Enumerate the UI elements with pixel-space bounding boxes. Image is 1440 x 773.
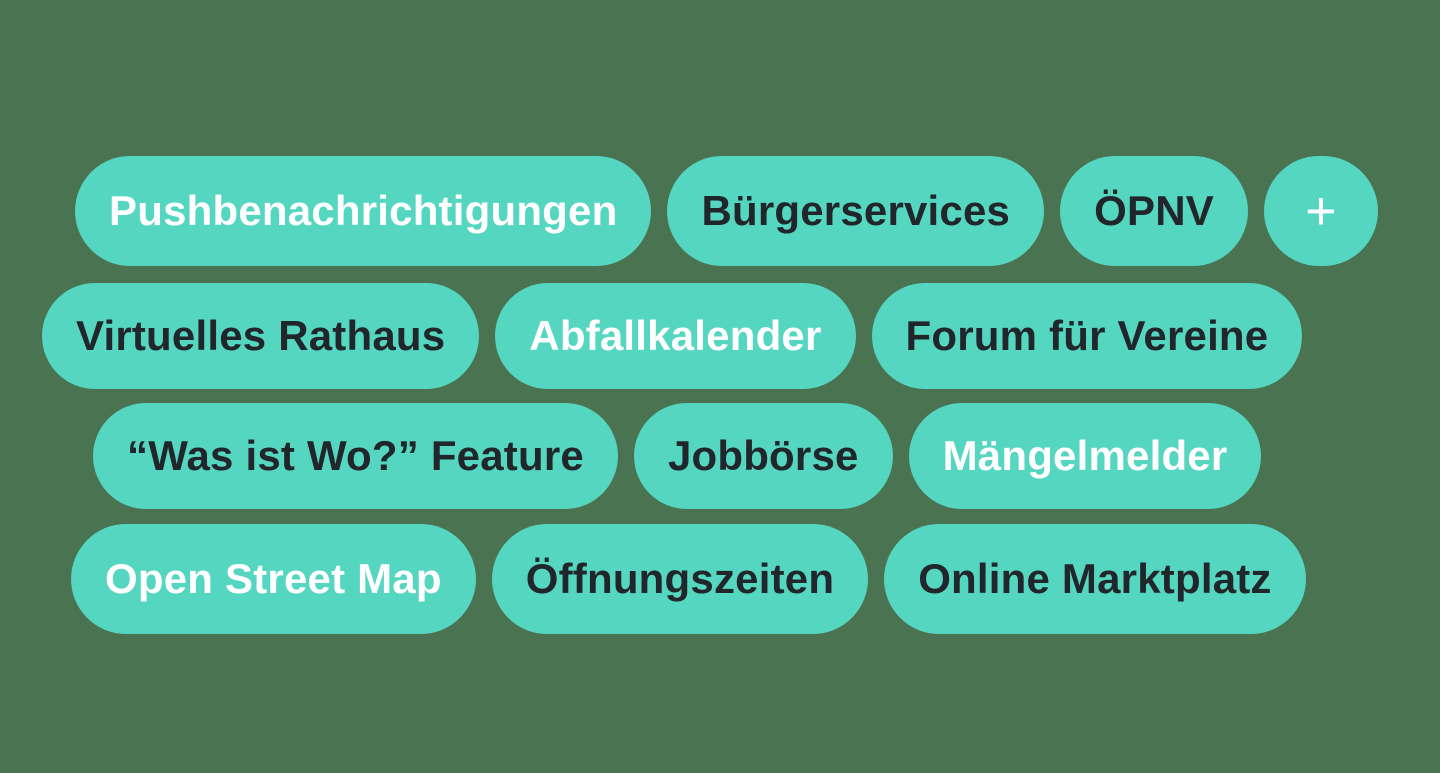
tag-jobboerse[interactable]: Jobbörse: [633, 403, 893, 509]
tag-abfallkalender[interactable]: Abfallkalender: [495, 283, 856, 389]
tag-virtuelles-rathaus[interactable]: Virtuelles Rathaus: [42, 283, 480, 389]
tag-row-4: Open Street Map Öffnungszeiten Online Ma…: [71, 524, 1306, 634]
tag-oepnv[interactable]: ÖPNV: [1060, 156, 1248, 266]
tag-online-marktplatz[interactable]: Online Marktplatz: [884, 524, 1306, 634]
tag-pushbenachrichtigungen[interactable]: Pushbenachrichtigungen: [75, 156, 652, 266]
tag-was-ist-wo-feature[interactable]: “Was ist Wo?” Feature: [93, 403, 618, 509]
tag-row-2: Virtuelles Rathaus Abfallkalender Forum …: [42, 283, 1303, 389]
tag-oeffnungszeiten[interactable]: Öffnungszeiten: [491, 524, 869, 634]
tag-row-1: Pushbenachrichtigungen Bürgerservices ÖP…: [75, 156, 1378, 266]
tag-buergerservices[interactable]: Bürgerservices: [667, 156, 1045, 266]
add-tag-button[interactable]: +: [1263, 156, 1378, 266]
tag-maengelmelder[interactable]: Mängelmelder: [908, 403, 1262, 509]
tag-row-3: “Was ist Wo?” Feature Jobbörse Mängelmel…: [93, 403, 1262, 509]
tag-forum-fuer-vereine[interactable]: Forum für Vereine: [871, 283, 1303, 389]
tag-open-street-map[interactable]: Open Street Map: [71, 524, 476, 634]
